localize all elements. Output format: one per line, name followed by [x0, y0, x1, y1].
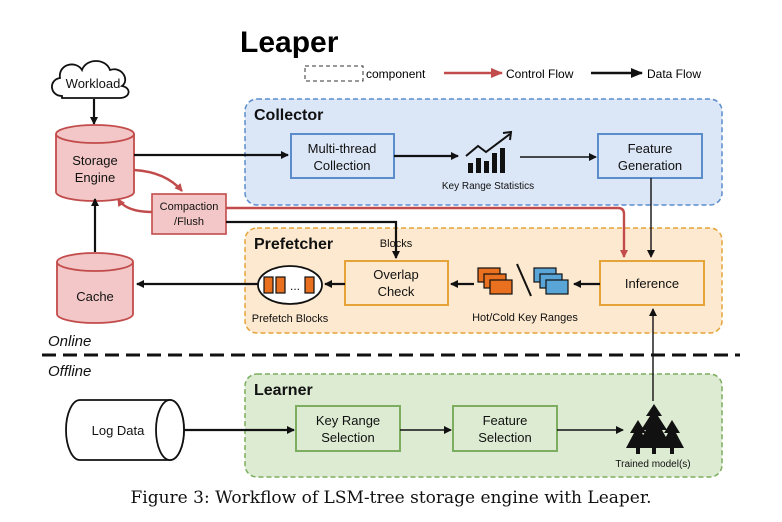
log-data-node: Log Data: [65, 399, 185, 461]
workload-label: Workload: [66, 76, 121, 91]
figure-caption: Figure 3: Workflow of LSM-tree storage e…: [130, 488, 651, 508]
storage-to-compaction-control-arrow: [133, 168, 183, 192]
log-data-label: Log Data: [92, 423, 146, 438]
overlap-check-label-2: Check: [378, 284, 415, 299]
blue-blocks-icon: [533, 267, 569, 295]
hot-cold-key-ranges-node: Hot/Cold Key Ranges: [472, 263, 578, 324]
storage-engine-node: Storage Engine: [55, 124, 135, 202]
collector-label: Collector: [254, 107, 323, 124]
hot-cold-label: Hot/Cold Key Ranges: [472, 312, 578, 324]
legend-component-swatch: [304, 65, 364, 82]
storage-engine-label-1: Storage: [72, 153, 118, 168]
multithread-label-1: Multi-thread: [308, 141, 377, 156]
prefetch-blocks-label: Prefetch Blocks: [252, 313, 329, 325]
key-range-statistics-node: Key Range Statistics: [442, 130, 534, 192]
inference-label: Inference: [625, 276, 679, 291]
legend-control-flow-label: Control Flow: [506, 67, 574, 81]
feature-selection-label-2: Selection: [478, 430, 531, 445]
compaction-to-inference-control-arrow: [226, 206, 628, 258]
slash-divider: [516, 263, 532, 297]
overlap-check-label-1: Overlap: [373, 267, 419, 282]
trained-models-label: Trained model(s): [615, 459, 690, 470]
multithread-label-2: Collection: [313, 158, 370, 173]
feature-selection-label-1: Feature: [483, 413, 528, 428]
compaction-to-overlap-blocks-arrow: [226, 220, 400, 259]
legend: component Control Flow Data Flow: [304, 65, 701, 82]
key-range-selection-label-2: Selection: [321, 430, 374, 445]
online-label: Online: [48, 333, 91, 350]
orange-blocks-icon: [477, 267, 513, 295]
multithread-collection-node: Multi-thread Collection: [290, 133, 395, 179]
legend-data-flow-label: Data Flow: [647, 67, 701, 81]
prefetch-blocks-node: ... Prefetch Blocks: [252, 265, 329, 325]
tree-icon: [626, 404, 684, 454]
diagram-title: Leaper: [240, 26, 339, 59]
feature-generation-label-1: Feature: [628, 141, 673, 156]
blocks-label: Blocks: [380, 238, 413, 250]
inference-node: Inference: [599, 260, 705, 306]
offline-label: Offline: [48, 363, 91, 380]
key-range-selection-node: Key Range Selection: [295, 405, 401, 452]
prefetch-ellipsis: ...: [290, 279, 300, 293]
legend-component-label: component: [366, 67, 426, 81]
cloud-icon: [51, 60, 130, 99]
storage-engine-label-2: Engine: [75, 170, 115, 185]
key-range-statistics-label: Key Range Statistics: [442, 181, 534, 192]
bar-chart-icon: [465, 130, 513, 173]
compaction-to-storage-control-arrow: [116, 198, 153, 214]
feature-generation-label-2: Generation: [618, 158, 682, 173]
feature-selection-node: Feature Selection: [452, 405, 558, 452]
trained-models-node: Trained model(s): [615, 404, 691, 470]
overlap-check-node: Overlap Check: [344, 260, 449, 306]
prefetcher-label: Prefetcher: [254, 236, 333, 253]
workload-node: Workload: [51, 60, 130, 99]
learner-label: Learner: [254, 382, 313, 399]
cache-label: Cache: [76, 289, 114, 304]
key-range-selection-label-1: Key Range: [316, 413, 380, 428]
cache-node: Cache: [56, 252, 134, 324]
feature-generation-node: Feature Generation: [597, 133, 703, 179]
compaction-label-2: /Flush: [174, 216, 204, 228]
compaction-flush-node: Compaction /Flush: [151, 193, 227, 235]
compaction-label-1: Compaction: [160, 201, 219, 213]
